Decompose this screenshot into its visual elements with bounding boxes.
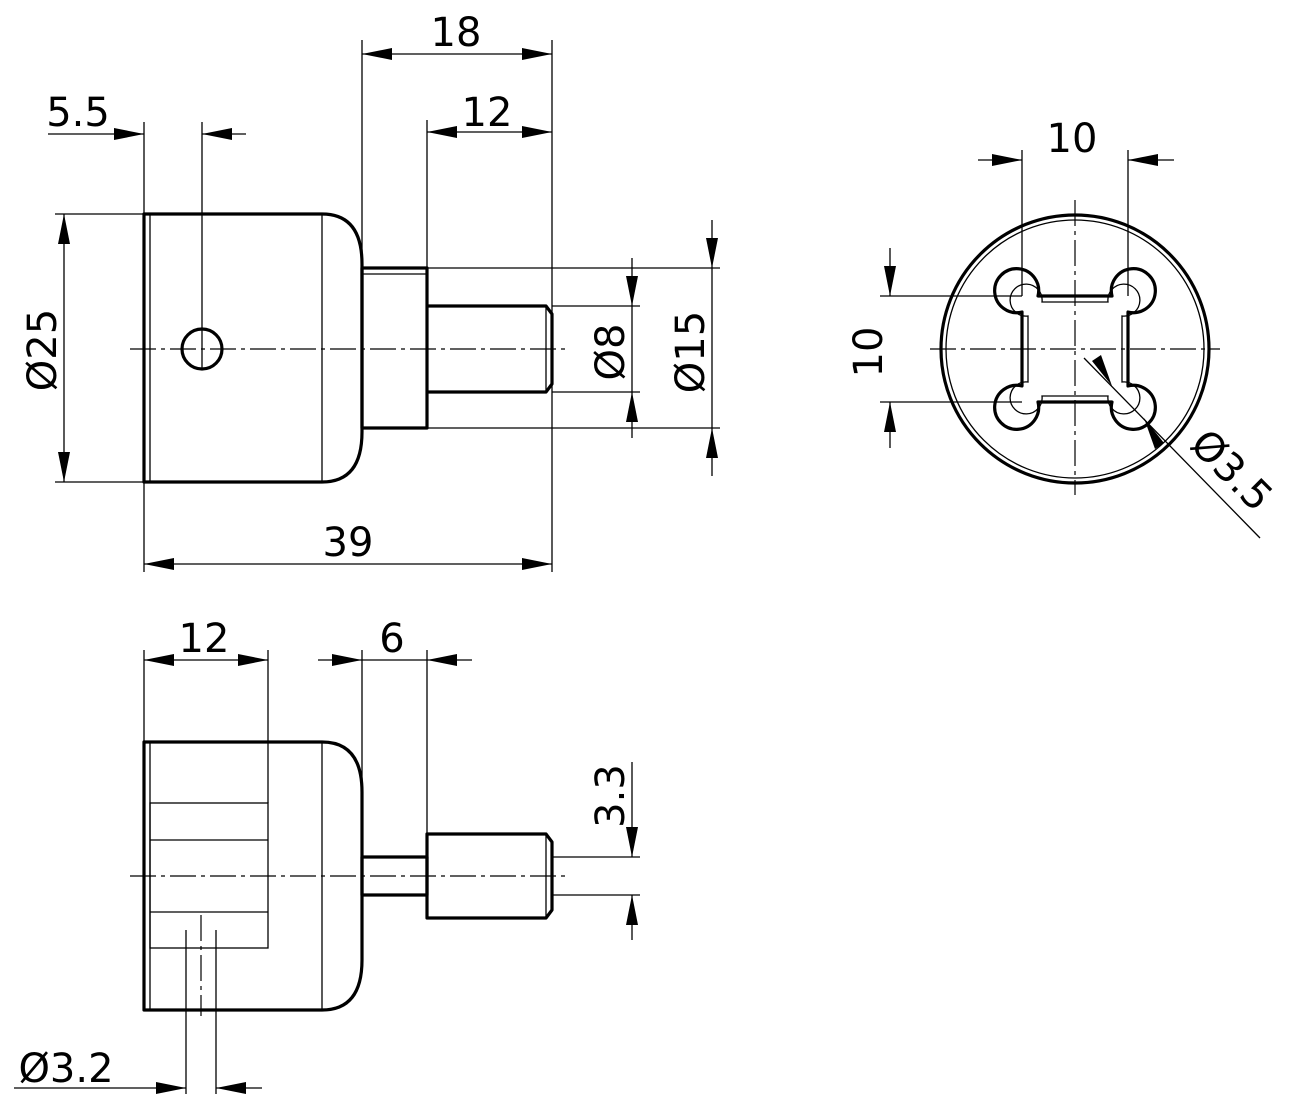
arrowhead <box>362 48 392 60</box>
dim-body-diameter-label: Ø25 <box>20 309 66 391</box>
arrowhead <box>144 558 174 570</box>
front-flange-outline <box>360 266 429 430</box>
arrowhead <box>884 266 896 296</box>
arrowhead <box>1144 418 1164 449</box>
arrowhead <box>706 428 718 458</box>
arrowhead <box>626 895 638 925</box>
arrowhead <box>58 452 70 482</box>
arrowhead <box>156 1082 186 1094</box>
dim-slot-height-label: 10 <box>846 327 892 378</box>
dim-pin-offset-label: 3.3 <box>588 764 634 828</box>
side-view: 12 6 3.3 Ø3.2 <box>14 616 640 1094</box>
end-square-slot-inner <box>1009 283 1141 415</box>
dim-bore-depth-label: 12 <box>179 616 230 662</box>
front-body-outline <box>142 212 364 484</box>
arrowhead <box>1128 154 1158 166</box>
arrowhead <box>522 48 552 60</box>
end-view: 10 10 Ø3.5 <box>846 116 1281 539</box>
arrowhead <box>626 392 638 422</box>
arrowhead <box>427 654 457 666</box>
arrowhead <box>144 654 174 666</box>
arrowhead <box>427 126 457 138</box>
dim-flange-length-label: 18 <box>431 10 482 56</box>
arrowhead <box>884 402 896 432</box>
arrowhead <box>626 276 638 306</box>
dim-corner-hole-diameter-label: Ø3.5 <box>1181 421 1281 521</box>
dim-pin-diameter-label: Ø8 <box>588 324 634 381</box>
dim-overall-length-label: 39 <box>323 520 374 566</box>
arrowhead <box>202 128 232 140</box>
arrowhead <box>522 558 552 570</box>
dim-slot-width-label: 10 <box>1047 116 1098 162</box>
dim-hole-offset-label: 5.5 <box>46 90 110 136</box>
arrowhead <box>1092 355 1112 386</box>
side-body-outline <box>142 740 364 1012</box>
dim-pin-length-label: 12 <box>462 90 513 136</box>
arrowhead <box>706 238 718 268</box>
arrowhead <box>114 128 144 140</box>
arrowhead <box>332 654 362 666</box>
arrowhead <box>216 1082 246 1094</box>
arrowhead <box>238 654 268 666</box>
dim-cross-hole-diameter-label: Ø3.2 <box>18 1046 113 1092</box>
arrowhead <box>522 126 552 138</box>
arrowhead <box>626 827 638 857</box>
front-view: 18 12 5.5 Ø25 Ø8 Ø15 39 <box>20 10 720 572</box>
arrowhead <box>992 154 1022 166</box>
leader-line <box>1083 357 1261 539</box>
dim-flange-diameter-label: Ø15 <box>668 311 714 393</box>
dim-neck-length-label: 6 <box>379 616 404 662</box>
arrowhead <box>58 214 70 244</box>
